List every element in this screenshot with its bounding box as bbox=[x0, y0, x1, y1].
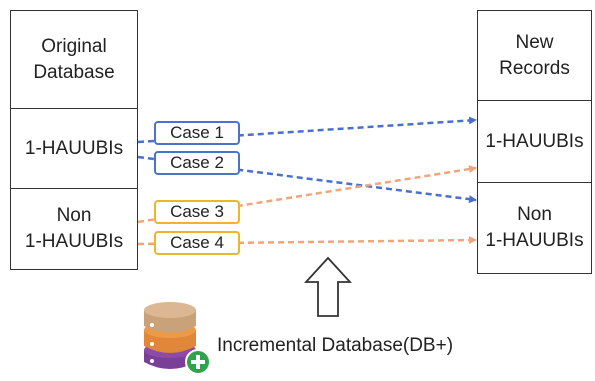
case-3-label: Case 3 bbox=[154, 200, 240, 224]
new-records-header: New Records bbox=[477, 10, 592, 102]
new-non-hauubis-cell: Non 1-HAUUBIs bbox=[477, 182, 592, 274]
case3-arrow bbox=[137, 165, 477, 224]
database-plus-icon bbox=[144, 302, 211, 375]
case-2-label: Case 2 bbox=[154, 151, 240, 175]
case4-arrow bbox=[137, 236, 477, 246]
original-hauubis-cell: 1-HAUUBIs bbox=[10, 108, 138, 190]
original-database-header: Original Database bbox=[10, 10, 138, 110]
up-arrow-icon bbox=[304, 256, 352, 317]
incremental-database-label: Incremental Database(DB+) bbox=[217, 335, 454, 356]
new-hauubis-cell: 1-HAUUBIs bbox=[477, 100, 592, 184]
case2-arrow bbox=[137, 155, 477, 204]
case-1-label: Case 1 bbox=[154, 121, 240, 145]
original-non-hauubis-cell: Non 1-HAUUBIs bbox=[10, 188, 138, 270]
case1-arrow bbox=[137, 116, 477, 144]
case-4-label: Case 4 bbox=[154, 231, 240, 255]
